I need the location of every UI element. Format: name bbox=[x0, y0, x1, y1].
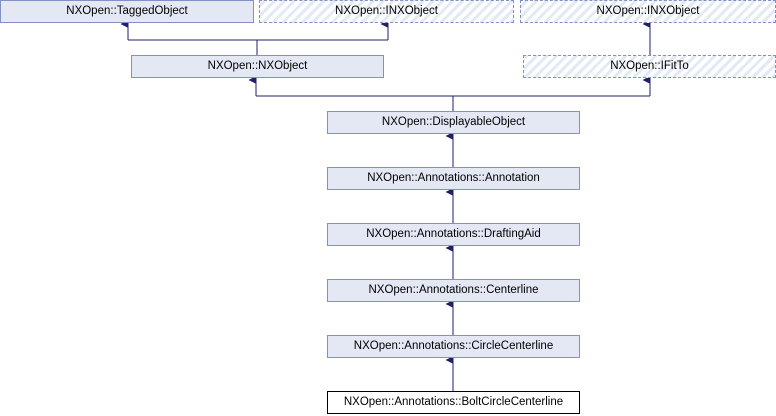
class-node-centerline[interactable]: NXOpen::Annotations::Centerline bbox=[327, 279, 580, 302]
class-node-displayableobject[interactable]: NXOpen::DisplayableObject bbox=[327, 111, 580, 134]
class-node-boltcirclecenterline[interactable]: NXOpen::Annotations::BoltCircleCenterlin… bbox=[327, 391, 580, 414]
class-node-annotation[interactable]: NXOpen::Annotations::Annotation bbox=[327, 167, 580, 190]
class-node-ifitto[interactable]: NXOpen::IFitTo bbox=[523, 55, 776, 78]
class-node-label: NXOpen::Annotations::BoltCircleCenterlin… bbox=[343, 396, 564, 408]
class-node-label: NXOpen::Annotations::Annotation bbox=[367, 172, 540, 184]
class-node-label: NXOpen::Annotations::Centerline bbox=[368, 284, 539, 296]
class-node-label: NXOpen::Annotations::CircleCenterline bbox=[353, 340, 554, 352]
class-node-label: NXOpen::Annotations::DraftingAid bbox=[366, 228, 541, 240]
class-node-inxobject-left[interactable]: NXOpen::INXObject bbox=[259, 0, 514, 23]
class-node-nxobject[interactable]: NXOpen::NXObject bbox=[131, 55, 384, 78]
class-node-label: NXOpen::INXObject bbox=[335, 5, 438, 17]
class-node-circlecenterline[interactable]: NXOpen::Annotations::CircleCenterline bbox=[327, 335, 580, 358]
class-node-taggedobject[interactable]: NXOpen::TaggedObject bbox=[0, 0, 254, 23]
class-node-draftingaid[interactable]: NXOpen::Annotations::DraftingAid bbox=[327, 223, 580, 246]
class-node-label: NXOpen::DisplayableObject bbox=[381, 116, 526, 128]
class-node-inxobject-right[interactable]: NXOpen::INXObject bbox=[520, 0, 776, 23]
class-node-label: NXOpen::TaggedObject bbox=[66, 5, 188, 17]
class-node-label: NXOpen::NXObject bbox=[207, 60, 308, 72]
class-node-label: NXOpen::INXObject bbox=[596, 5, 700, 17]
class-node-label: NXOpen::IFitTo bbox=[610, 60, 689, 72]
